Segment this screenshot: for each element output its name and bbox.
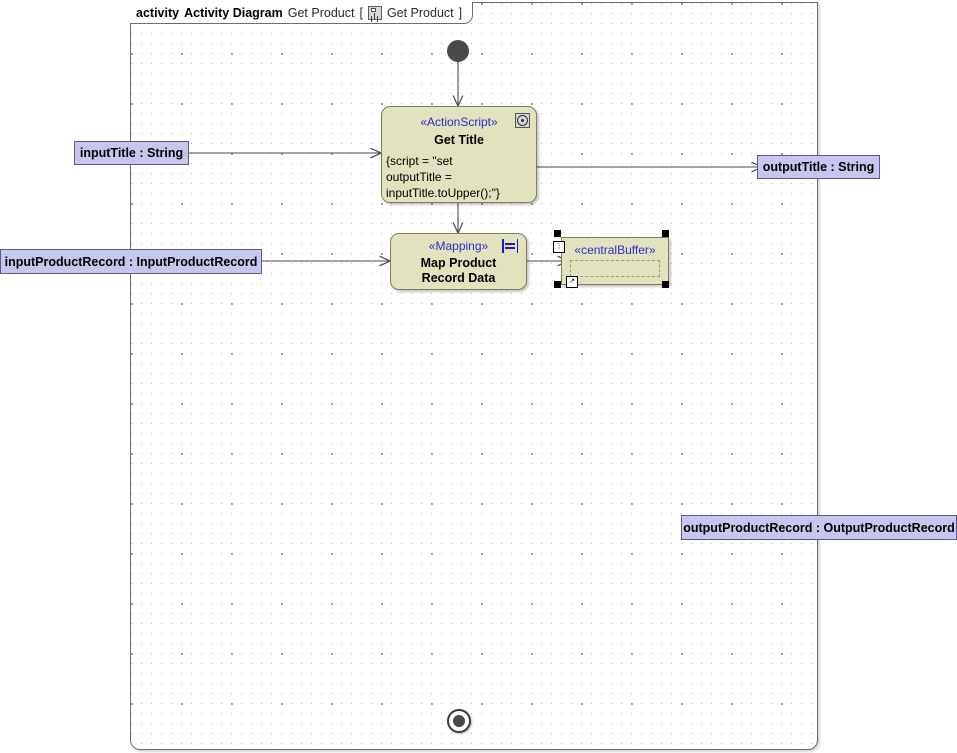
selection-handle-top-left[interactable] [554, 230, 561, 237]
map-product-name-line-1: Map Product [420, 256, 497, 270]
parameter-input-product-record[interactable]: inputProductRecord : InputProductRecord [0, 249, 262, 274]
frame-open-bracket: [ [359, 5, 363, 20]
central-buffer-stereotype: «centralBuffer» [574, 243, 656, 257]
action-node-get-title[interactable]: «ActionScript» Get Title {script = "set … [381, 106, 537, 203]
action-node-map-product-record-data[interactable]: «Mapping» Map Product Record Data [390, 233, 527, 290]
gear-icon [515, 113, 530, 128]
selection-handle-top-right[interactable] [662, 230, 669, 237]
quick-link-icon[interactable]: ↗ [566, 276, 578, 288]
map-product-stereotype: «Mapping» [428, 239, 489, 253]
node-options-icon[interactable]: ⋮ [553, 241, 565, 253]
selection-handle-bottom-left[interactable] [554, 281, 561, 288]
activity-diagram-icon [367, 5, 382, 20]
mapping-icon [502, 239, 518, 253]
frame-keyword: activity [136, 5, 180, 20]
frame-type-label: Activity Diagram [184, 5, 283, 20]
central-buffer-node[interactable]: «centralBuffer» [561, 237, 669, 285]
initial-node[interactable] [447, 40, 469, 62]
selection-handle-bottom-right[interactable] [662, 281, 669, 288]
map-product-name-line-2: Record Data [421, 271, 496, 285]
parameter-input-title[interactable]: inputTitle : String [74, 141, 189, 165]
get-title-body-line-2: outputTitle = [386, 170, 452, 184]
get-title-name: Get Title [434, 133, 484, 147]
parameter-output-title[interactable]: outputTitle : String [757, 155, 880, 179]
diagram-frame-label: activity Activity Diagram Get Product [ … [130, 2, 474, 24]
frame-close-bracket: ] [458, 5, 463, 20]
get-title-body-line-1: {script = "set [386, 154, 453, 168]
frame-qualifier: Get Product [386, 5, 454, 20]
get-title-stereotype: «ActionScript» [420, 115, 498, 129]
parameter-output-product-record[interactable]: outputProductRecord : OutputProductRecor… [681, 515, 957, 540]
frame-diagram-name: Get Product [287, 5, 355, 20]
central-buffer-inner-region [570, 260, 660, 277]
get-title-body-line-3: inputTitle.toUpper();"} [386, 186, 500, 200]
activity-final-node[interactable] [447, 709, 471, 733]
